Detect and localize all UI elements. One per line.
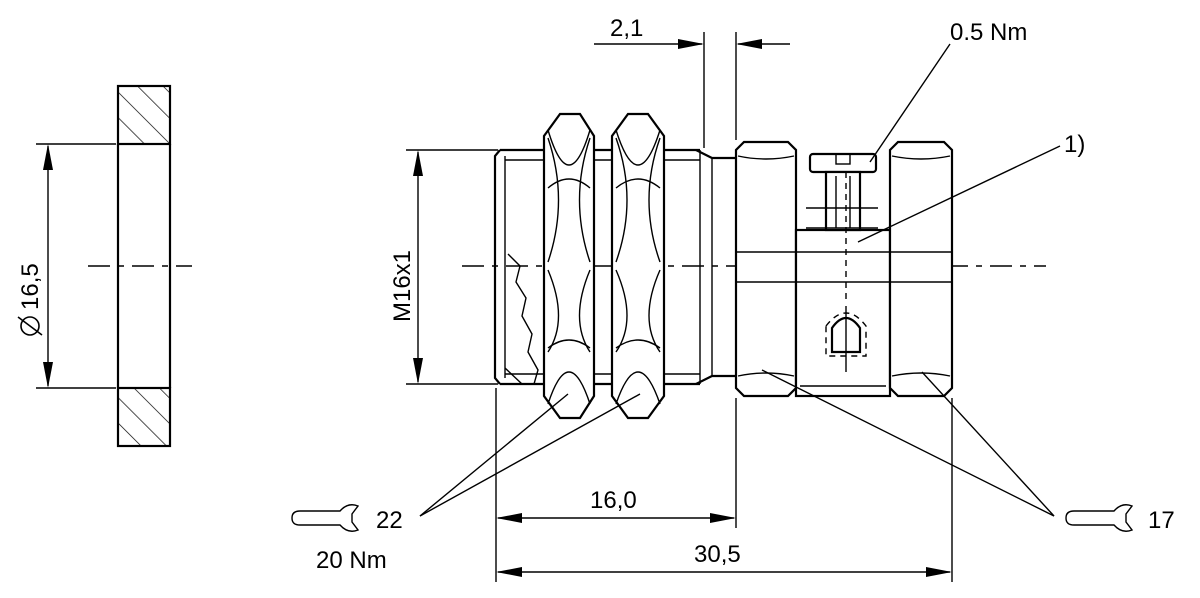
lock-nut-2 — [610, 112, 666, 420]
thread-dimension: M16x1 — [389, 149, 498, 385]
note-label: 1) — [1064, 131, 1085, 158]
note-callout: 1) — [857, 131, 1085, 243]
diameter-label: 16,5 — [17, 263, 44, 310]
threaded-body — [493, 148, 736, 386]
screw-torque-callout: 0.5 Nm — [869, 19, 1027, 163]
thread-length-label: 16,0 — [590, 487, 637, 514]
wrench-icon — [1065, 504, 1134, 532]
screw-torque-label: 0.5 Nm — [950, 19, 1027, 46]
total-length-label: 30,5 — [694, 541, 741, 568]
clamp-screw — [806, 152, 878, 300]
thread-label: M16x1 — [389, 250, 416, 322]
gap-dimension: 2,1 — [594, 15, 790, 148]
gap-label: 2,1 — [610, 15, 643, 42]
lock-nut-1 — [542, 112, 596, 420]
housing-hex-right — [888, 140, 954, 398]
left-wrench-callout: 22 20 Nm — [291, 393, 641, 574]
right-wrench-size: 17 — [1148, 507, 1175, 534]
break-line — [507, 253, 539, 385]
housing-hex-left — [734, 140, 798, 398]
thread-length-dimension: 16,0 — [495, 388, 737, 582]
total-length-dimension: 30,5 — [496, 398, 953, 582]
sensor-assembly: 2,1 0.5 Nm 1) M16x1 16,0 — [291, 15, 1175, 582]
washer-hatch-bottom — [116, 386, 172, 448]
left-wrench-size: 22 — [376, 507, 403, 534]
housing-middle — [794, 228, 892, 398]
washer-section-view: 16,5 — [17, 84, 192, 448]
right-wrench-callout: 17 — [761, 369, 1175, 534]
diameter-symbol-icon — [17, 316, 43, 336]
wrench-icon — [291, 504, 360, 532]
washer-hatch-top — [116, 84, 172, 146]
left-wrench-torque: 20 Nm — [316, 547, 387, 574]
